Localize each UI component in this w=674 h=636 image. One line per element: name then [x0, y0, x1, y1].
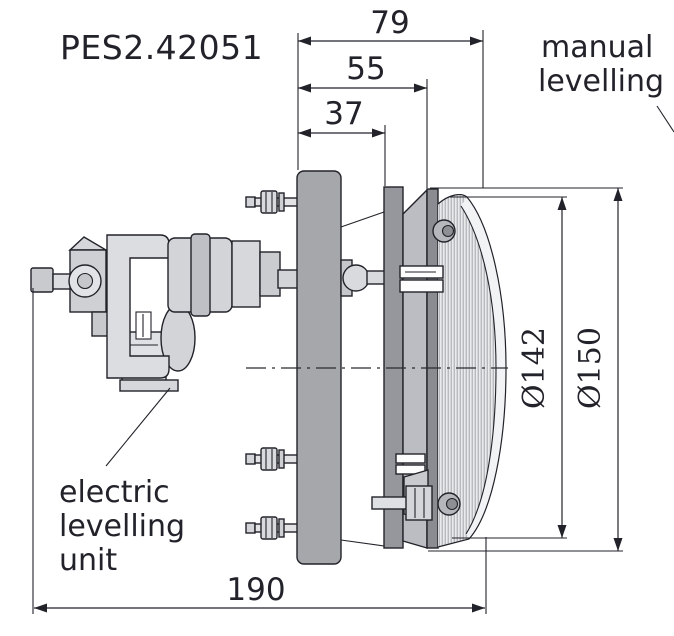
mounting-studs: [245, 190, 299, 540]
headlamp-assembly: [30, 170, 508, 565]
mounting-stud: [245, 190, 299, 214]
pivot-shaft: [371, 496, 409, 510]
dimension-79-value: 79: [370, 5, 409, 41]
cylinder-section: [231, 240, 261, 308]
manual-levelling-line2: levelling: [538, 64, 664, 99]
dimension-37-value: 37: [324, 96, 363, 132]
mounting-stud: [245, 447, 299, 471]
coupler: [259, 251, 281, 297]
mounting-stud: [245, 516, 299, 540]
dimension-dia142-value: Ø142: [517, 327, 552, 409]
lower-slider-bar: [395, 453, 426, 464]
clamp-bracket: [106, 234, 170, 379]
dimension-190-value: 190: [226, 572, 285, 608]
electric-levelling-label: electric levelling unit: [59, 387, 185, 578]
block-wedge: [68, 236, 109, 251]
ball-stud: [342, 264, 370, 292]
electric-levelling-leader-line: [105, 387, 171, 467]
dimension-55: 55: [298, 51, 427, 93]
lens-outer-surface: [461, 197, 506, 539]
manual-levelling-leader-line: [656, 105, 674, 133]
dimension-79: 79: [298, 5, 483, 46]
housing-top-edge: [340, 211, 385, 228]
retaining-clip-top: [432, 219, 456, 243]
electric-levelling-line1: electric: [59, 475, 170, 510]
electric-levelling-line3: unit: [59, 543, 117, 578]
pivot-ring-bore: [76, 272, 94, 290]
electric-levelling-unit: [30, 233, 299, 392]
dimension-37: 37: [298, 96, 385, 138]
cylinder-band: [190, 233, 211, 317]
lens: [437, 194, 507, 548]
dimension-dia150-value: Ø150: [573, 327, 608, 409]
dimension-55-value: 55: [346, 51, 385, 87]
lower-slider-bar: [395, 464, 426, 475]
housing-bottom-edge: [340, 539, 385, 547]
dimension-dia150: Ø150: [573, 188, 623, 551]
electric-levelling-line2: levelling: [59, 509, 185, 544]
manual-levelling-label: manual levelling: [538, 30, 674, 133]
manual-adjuster-slider: [399, 265, 444, 293]
lens-outline: [437, 194, 507, 548]
annotations: PES2.42051 manual levelling electric lev…: [59, 28, 674, 578]
dimension-dia142: Ø142: [517, 197, 567, 538]
output-rod: [277, 269, 299, 289]
foot-plate: [119, 379, 179, 392]
adjuster-ball-joint: [340, 259, 386, 297]
dimension-190: 190: [34, 572, 485, 613]
ball-rod: [366, 270, 386, 285]
manual-levelling-line1: manual: [541, 30, 653, 65]
connector-tip: [30, 267, 54, 293]
dimensions: 79 55 37 190 Ø142: [32, 5, 623, 614]
pivot-hex-head: [405, 485, 433, 521]
drawing-title: PES2.42051: [60, 28, 263, 67]
lower-pivot-assembly: [371, 453, 461, 521]
